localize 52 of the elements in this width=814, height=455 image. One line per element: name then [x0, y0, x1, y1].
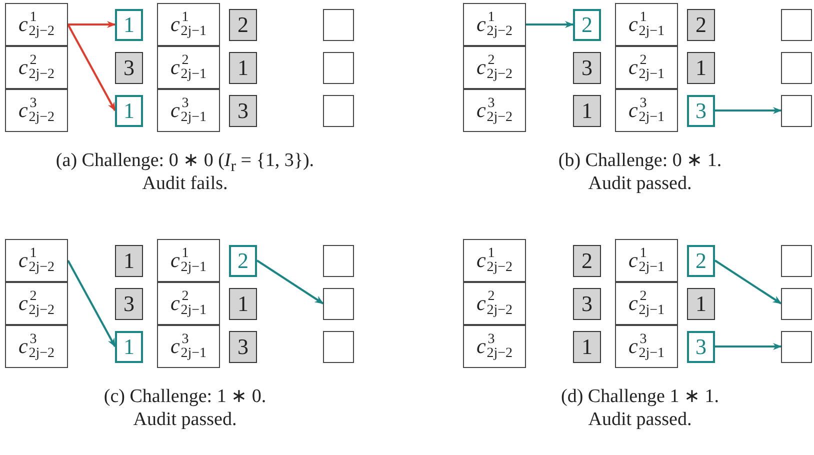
index-box: 1: [115, 330, 143, 362]
caption-text: Audit fails.: [142, 173, 228, 195]
index-box: 2: [687, 8, 715, 40]
caption-text: Audit passed.: [133, 409, 237, 431]
index-box: 2: [229, 244, 257, 276]
index-box: 1: [115, 94, 143, 126]
index-box: 1: [115, 244, 143, 276]
caption-text: (d) Challenge 1 ∗ 1.: [561, 385, 719, 408]
arrow: [68, 20, 116, 28]
index-box: 1: [687, 288, 715, 320]
index-box: 3: [573, 288, 601, 320]
empty-box: [781, 330, 812, 362]
caption-text: Audit passed.: [588, 173, 692, 195]
caption-text: (a) Challenge: 0 ∗ 0 (I$_{r}$ = {1, 3}).: [56, 149, 314, 176]
arrow: [256, 260, 324, 304]
index-box: 1: [229, 288, 257, 320]
index-box: 3: [573, 52, 601, 84]
index-box: 1: [229, 52, 257, 84]
index-box: 1: [115, 8, 143, 40]
caption-text: (c) Challenge: 1 ∗ 0.: [104, 385, 266, 408]
empty-box: [781, 288, 812, 320]
index-box: 2: [229, 8, 257, 40]
index-box: 3: [115, 288, 143, 320]
index-box: 1: [573, 330, 601, 362]
index-box: 2: [573, 8, 601, 40]
arrow: [67, 24, 116, 112]
empty-box: [781, 244, 812, 276]
arrow: [714, 260, 782, 304]
index-box: 3: [687, 94, 715, 126]
arrow: [715, 106, 782, 114]
index-box: 3: [687, 330, 715, 362]
empty-box: [323, 288, 354, 320]
empty-box: [323, 244, 354, 276]
index-box: 1: [687, 52, 715, 84]
arrow: [715, 342, 782, 350]
caption-text: Audit passed.: [588, 409, 692, 431]
index-box: 3: [229, 94, 257, 126]
empty-box: [781, 94, 812, 126]
caption-text: (b) Challenge: 0 ∗ 1.: [558, 149, 722, 172]
index-box: 3: [229, 330, 257, 362]
index-box: 3: [115, 52, 143, 84]
arrow: [526, 20, 574, 28]
empty-box: [323, 330, 354, 362]
empty-box: [323, 8, 354, 40]
empty-box: [781, 52, 812, 84]
index-box: 2: [687, 244, 715, 276]
index-box: 2: [573, 244, 601, 276]
index-box: 1: [573, 94, 601, 126]
arrow: [67, 260, 116, 348]
empty-box: [323, 94, 354, 126]
empty-box: [781, 8, 812, 40]
empty-box: [323, 52, 354, 84]
